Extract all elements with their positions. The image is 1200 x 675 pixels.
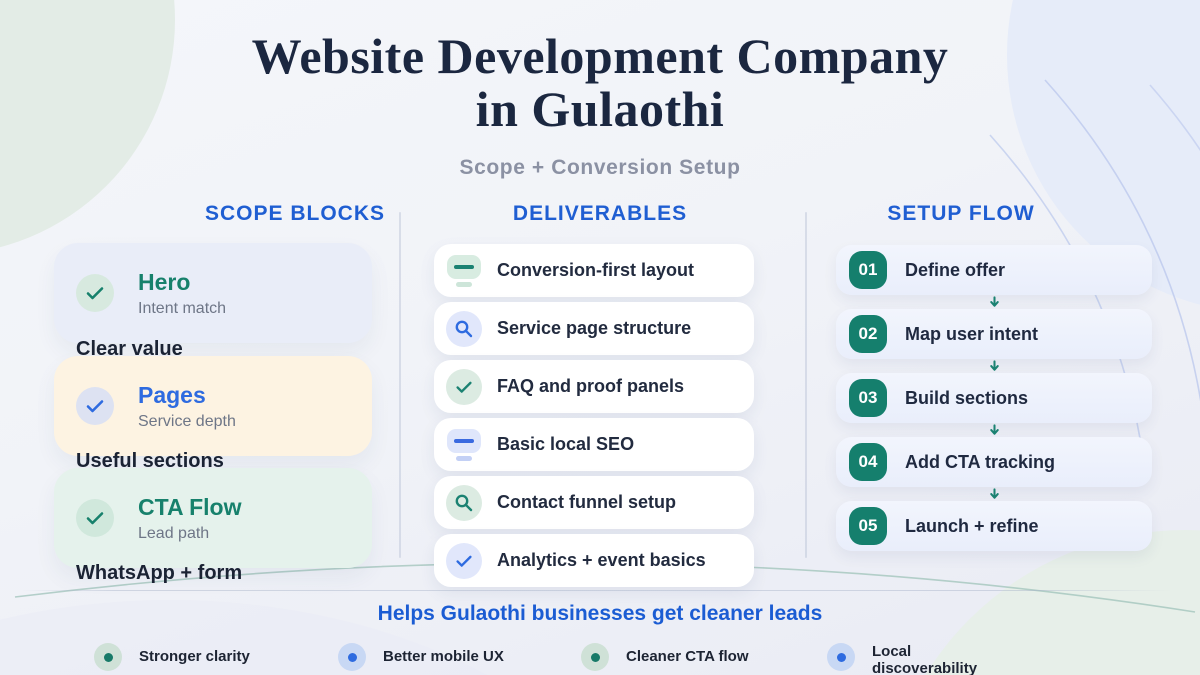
- benefit-item: Local discoverability: [827, 643, 982, 675]
- scope-caption: WhatsApp + form: [76, 562, 243, 584]
- search-icon: [446, 310, 482, 347]
- step-label: Define offer: [905, 259, 1006, 280]
- benefit-label: Stronger clarity: [139, 648, 250, 665]
- step-number-badge: 03: [849, 379, 887, 417]
- footer-divider: [22, 590, 1172, 591]
- deliverable-row: Conversion-first layout: [434, 244, 754, 297]
- deliverable-label: Basic local SEO: [497, 434, 635, 454]
- column-divider-right: [805, 212, 807, 558]
- scope-caption: Clear value: [76, 338, 183, 360]
- column-divider-left: [399, 212, 401, 558]
- deliverable-label: Contact funnel setup: [497, 492, 676, 512]
- step-number-badge: 01: [849, 251, 887, 289]
- scope-card-title: CTA Flow: [138, 493, 242, 520]
- scope-card-title: Hero: [138, 268, 191, 295]
- deliverable-row: Contact funnel setup: [434, 476, 754, 529]
- step-number-badge: 04: [849, 443, 887, 481]
- corner-circle-bottom-right: [925, 530, 1200, 675]
- arrow-down-icon: [990, 488, 999, 499]
- step-label: Build sections: [905, 387, 1029, 408]
- step-label: Launch + refine: [905, 515, 1039, 536]
- step-label: Add CTA tracking: [905, 451, 1056, 472]
- page-title-line2: in Gulaothi: [475, 81, 725, 137]
- layout-icon: [446, 251, 482, 291]
- dot-icon: [94, 643, 122, 671]
- benefit-item: Stronger clarity: [94, 643, 250, 671]
- page-title: Website Development Company in Gulaothi: [0, 30, 1200, 136]
- layout-icon: [446, 425, 482, 465]
- scope-card-subtitle: Lead path: [138, 524, 210, 542]
- setup-step: 03 Build sections: [836, 373, 1152, 423]
- arrow-down-icon: [990, 296, 999, 307]
- benefit-label: Local discoverability: [872, 643, 978, 675]
- check-icon: [76, 274, 114, 312]
- scope-card-title: Pages: [138, 381, 206, 408]
- dot-icon: [338, 643, 366, 671]
- corner-circle-top-right: [1007, 0, 1200, 305]
- deliverable-row: Analytics + event basics: [434, 534, 754, 587]
- page-title-line1: Website Development Company: [251, 28, 949, 84]
- check-icon: [76, 499, 114, 537]
- step-number-badge: 02: [849, 315, 887, 353]
- deliverables-column-heading: DELIVERABLES: [512, 202, 688, 225]
- deliverable-row: Service page structure: [434, 302, 754, 355]
- benefit-label: Better mobile UX: [383, 648, 504, 665]
- step-label: Map user intent: [905, 323, 1039, 344]
- setup-step: 04 Add CTA tracking: [836, 437, 1152, 487]
- scope-card-cta-flow: CTA Flow Lead path: [54, 468, 372, 568]
- dot-icon: [581, 643, 609, 671]
- deliverable-label: FAQ and proof panels: [497, 376, 685, 396]
- deliverable-row: Basic local SEO: [434, 418, 754, 471]
- setup-column-heading: SETUP FLOW: [887, 202, 1035, 225]
- search-icon: [446, 484, 482, 521]
- arrow-down-icon: [990, 360, 999, 371]
- scope-card-hero: Hero Intent match: [54, 243, 372, 343]
- corner-circle-top-left: [0, 0, 175, 248]
- setup-step: 05 Launch + refine: [836, 501, 1152, 551]
- check-icon: [446, 542, 482, 579]
- check-icon: [446, 368, 482, 405]
- deliverable-label: Service page structure: [497, 318, 692, 338]
- benefit-item: Better mobile UX: [338, 643, 504, 671]
- scope-column-heading: SCOPE BLOCKS: [204, 202, 386, 225]
- scope-card-subtitle: Intent match: [138, 299, 227, 317]
- arc-line-1: [1044, 79, 1200, 402]
- deliverable-label: Analytics + event basics: [497, 550, 706, 570]
- benefit-item: Cleaner CTA flow: [581, 643, 749, 671]
- scope-card-pages: Pages Service depth: [54, 356, 372, 456]
- deliverable-label: Conversion-first layout: [497, 260, 695, 280]
- setup-step: 02 Map user intent: [836, 309, 1152, 359]
- deliverable-row: FAQ and proof panels: [434, 360, 754, 413]
- arrow-down-icon: [990, 424, 999, 435]
- footer-heading: Helps Gulaothi businesses get cleaner le…: [377, 602, 823, 625]
- step-number-badge: 05: [849, 507, 887, 545]
- arc-line-3: [1149, 84, 1200, 152]
- scope-caption: Useful sections: [76, 450, 224, 472]
- setup-step: 01 Define offer: [836, 245, 1152, 295]
- page-subtitle: Scope + Conversion Setup: [459, 156, 741, 179]
- benefit-label: Cleaner CTA flow: [626, 648, 749, 665]
- check-icon: [76, 387, 114, 425]
- scope-card-subtitle: Service depth: [138, 412, 236, 430]
- dot-icon: [827, 643, 855, 671]
